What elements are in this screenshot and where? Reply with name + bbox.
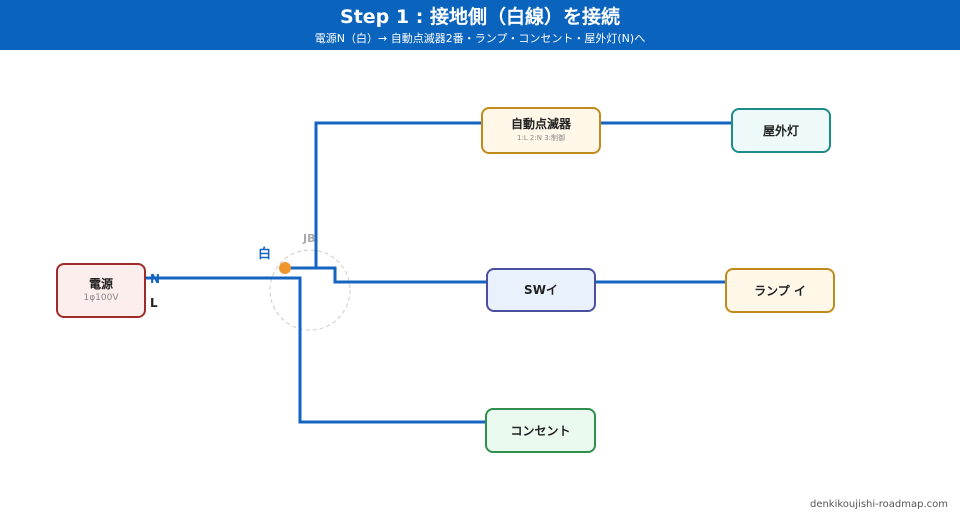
outlet-label: コンセント: [510, 423, 571, 438]
wire-junction-to-auto-switch: [285, 121, 482, 270]
outlet-box: コンセント: [485, 408, 596, 453]
site-credit: denkikoujishi-roadmap.com: [809, 499, 948, 510]
power-source-spec: 1φ100V: [83, 293, 119, 303]
page-title: Step 1 : 接地側（白線）を接続: [340, 6, 620, 28]
junction-box-label: JB: [303, 232, 316, 245]
outdoor-light-label: 屋外灯: [762, 123, 799, 138]
lamp-i-label: ランプ イ: [754, 283, 806, 298]
terminal-n-label: N: [150, 272, 161, 286]
power-source-label: 電源: [88, 277, 113, 291]
junction-dot: [279, 262, 291, 274]
auto-switch-box: 自動点滅器 1:L 2:N 3:制御: [481, 107, 601, 154]
switch-i-label: SWイ: [524, 283, 558, 297]
power-source-box: 電源 1φ100V: [56, 263, 146, 318]
page-subtitle: 電源N（白）→ 自動点滅器2番・ランプ・コンセント・屋外灯(N)へ: [314, 32, 646, 45]
header-bar: Step 1 : 接地側（白線）を接続 電源N（白）→ 自動点滅器2番・ランプ・…: [0, 0, 960, 50]
junction-box-outline: [269, 249, 351, 331]
auto-switch-terminals: 1:L 2:N 3:制御: [516, 134, 566, 142]
wire-junction-to-outlet: [285, 276, 486, 424]
terminal-l-label: L: [150, 296, 158, 310]
auto-switch-label: 自動点滅器: [510, 117, 571, 131]
switch-i-box: SWイ: [486, 268, 596, 312]
lamp-i-box: ランプ イ: [725, 268, 835, 313]
outdoor-light-box: 屋外灯: [731, 108, 831, 153]
white-wire-label: 白: [258, 247, 272, 262]
